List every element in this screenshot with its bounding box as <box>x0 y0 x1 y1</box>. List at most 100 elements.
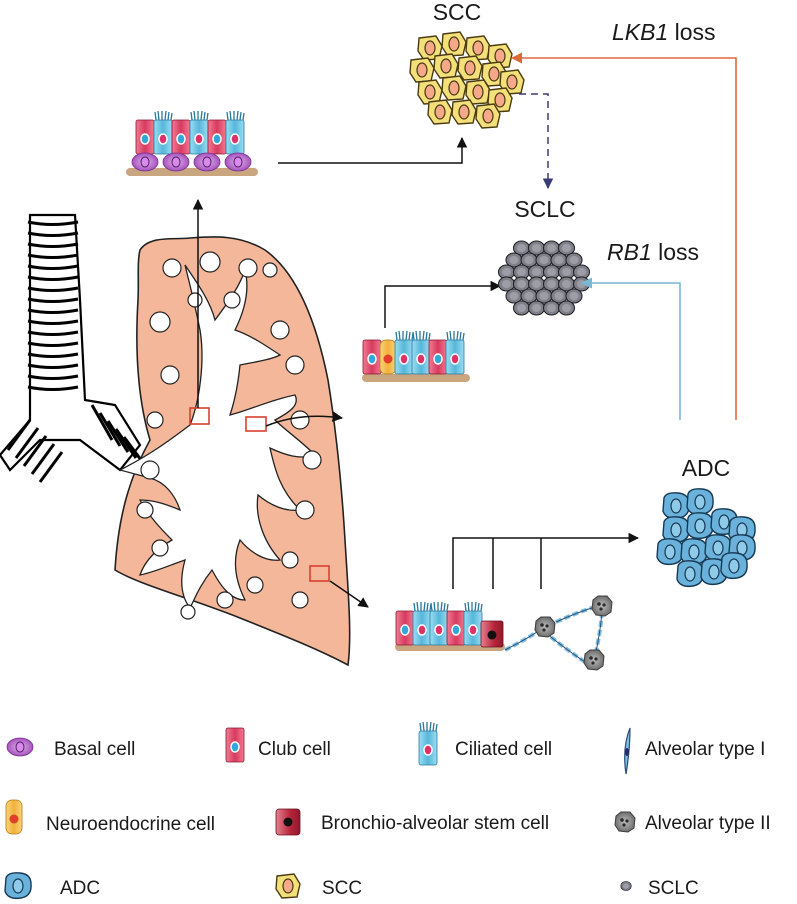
trachea-ring <box>27 374 79 380</box>
trachea-ring <box>27 308 79 314</box>
adc-cell <box>662 492 690 520</box>
trachea-ring <box>27 242 79 248</box>
trachea-ring <box>27 264 79 270</box>
scc-cell <box>427 99 453 125</box>
lkb1-suffix: loss <box>668 19 715 45</box>
airway-branches <box>118 264 317 610</box>
trachea-ring <box>27 363 79 369</box>
lkb1-gene: LKB1 <box>612 19 668 45</box>
alveolar-lobules <box>136 251 322 620</box>
alveolar-sac <box>290 410 310 430</box>
region-box-bronchiole <box>245 416 267 432</box>
scc-cell <box>433 53 459 79</box>
legend-club-label: Club cell <box>258 739 331 760</box>
sclc-cell <box>512 300 531 316</box>
alveolar-sac <box>151 539 169 557</box>
alveolar-sac <box>160 365 180 385</box>
legend-scc-label: SCC <box>322 878 362 899</box>
alveolar-sac <box>136 501 154 519</box>
rb1-suffix: loss <box>652 239 699 265</box>
bronchus-ring-left <box>38 451 64 483</box>
adc-cell <box>720 552 748 580</box>
bronchus-ring-left <box>22 435 48 467</box>
adc-cell <box>656 538 684 566</box>
alveolar-sac <box>180 604 196 620</box>
alveolar-sac <box>285 355 305 375</box>
arrow-to-sclc <box>384 280 502 328</box>
epithelium-alveolar <box>395 595 613 671</box>
adc-cell <box>686 488 714 516</box>
legend-sclc-label: SCLC <box>648 878 699 899</box>
scc-to-sclc-dashed-arrow <box>519 93 554 190</box>
sclc-tumor-cluster <box>497 240 591 316</box>
scc-cell <box>457 55 483 81</box>
sclc-label: SCLC <box>514 196 575 222</box>
alveolar-sac <box>262 262 278 278</box>
lkb1-loss-arrow <box>510 52 737 420</box>
alveolar-sac <box>187 292 203 308</box>
alveolar-sac <box>223 291 241 309</box>
alveolar-sac <box>146 411 164 429</box>
rb1-gene: RB1 <box>607 239 652 265</box>
trachea-ring <box>27 319 79 325</box>
alveolar-sac <box>295 500 315 520</box>
bronchus-ring-left <box>14 427 40 459</box>
region-box-alveolus <box>309 565 330 582</box>
legend-basc-label: Bronchio-alveolar stem cell <box>321 813 549 834</box>
alveolar-sac <box>281 551 299 569</box>
arrow-to-adc <box>452 532 640 589</box>
bronchus-ring-left <box>30 443 56 475</box>
bronchus-ring-left <box>6 419 32 451</box>
sclc-cell <box>527 300 546 316</box>
scc-label: SCC <box>433 0 482 25</box>
legend-basal-label: Basal cell <box>54 739 135 760</box>
legend-ciliated-label: Ciliated cell <box>455 739 552 760</box>
legend-basal-icon <box>6 737 34 757</box>
legend-basc-icon <box>275 808 301 836</box>
alveolar-sac <box>199 251 221 273</box>
trachea-ring <box>27 220 79 226</box>
legend-adc-label: ADC <box>60 878 100 899</box>
adc-cell <box>676 560 704 588</box>
alveolar-sac <box>302 450 322 470</box>
scc-cell <box>451 99 477 125</box>
bronchus-ring-right <box>106 420 130 453</box>
trachea-ring <box>27 330 79 336</box>
alveolar-sac <box>291 591 309 609</box>
legend-sclc-icon <box>620 881 632 891</box>
alveolar-sac <box>162 258 182 278</box>
rb1-loss-label: RB1 loss <box>607 239 699 265</box>
alveolar-sac <box>140 460 160 480</box>
sclc-cell <box>557 300 576 316</box>
trachea-rings <box>6 220 146 483</box>
trachea-ring <box>27 352 79 358</box>
bronchus-ring-right <box>90 404 114 441</box>
trachea-ring <box>27 275 79 281</box>
legend-adc-icon <box>4 872 32 900</box>
legend-at2-icon <box>614 811 636 833</box>
rb1-loss-arrow <box>580 277 681 420</box>
legend-at1-icon <box>624 727 631 775</box>
alveolar-sac <box>149 311 171 333</box>
epithelium-bronchiole <box>362 330 470 382</box>
scc-cell <box>441 75 467 101</box>
arrow-alveolus-down <box>329 580 369 608</box>
legend-ciliated-icon <box>418 721 438 766</box>
trachea-ring <box>27 286 79 292</box>
bronchus-ring-right <box>98 412 122 447</box>
legend-at1-label: Alveolar type I <box>645 739 765 760</box>
trachea-ring <box>27 297 79 303</box>
legend-ne-icon <box>5 799 23 835</box>
scc-tumor-cluster <box>409 31 525 129</box>
alveolar-sac <box>270 320 290 340</box>
region-box-bronchus <box>189 407 210 425</box>
adc-tumor-cluster <box>656 488 756 588</box>
alveolar-sac <box>238 258 258 278</box>
adc-label: ADC <box>682 455 731 481</box>
epithelium-bronchus <box>126 110 258 176</box>
legend-ne-label: Neuroendocrine cell <box>46 814 215 835</box>
trachea-ring <box>27 253 79 259</box>
bronchus-ring-right <box>114 428 138 459</box>
legend: Basal cell Club cell Ciliated cell Alveo… <box>4 721 771 900</box>
